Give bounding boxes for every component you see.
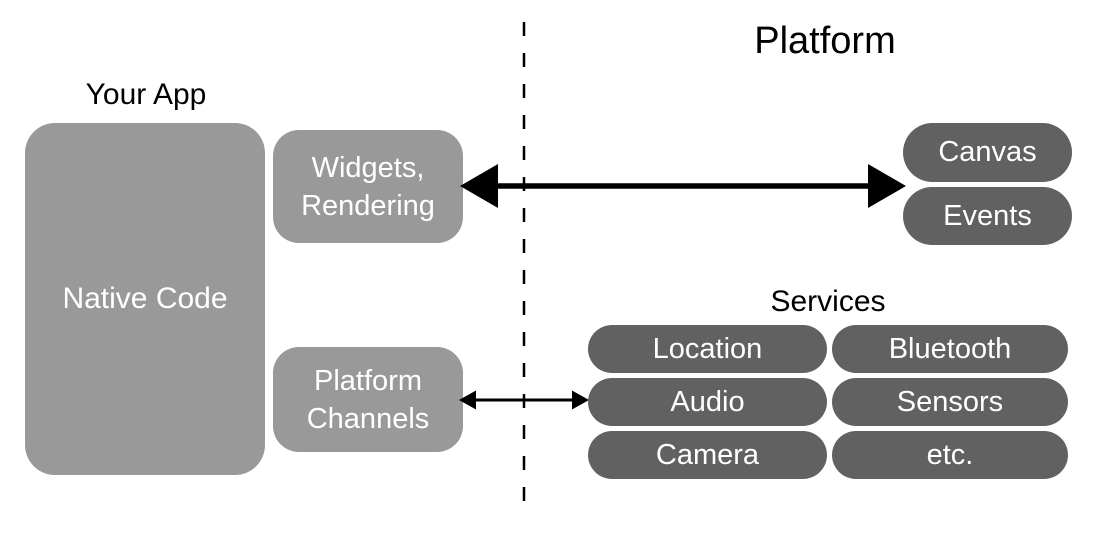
platform-label: Platform (754, 20, 896, 62)
service-pill-sensors: Sensors (832, 378, 1068, 426)
services-grid: Location Bluetooth Audio Sensors Camera … (588, 325, 1068, 479)
service-pill-audio: Audio (588, 378, 827, 426)
canvas-pill: Canvas (903, 123, 1072, 182)
channels-double-arrow (459, 390, 589, 410)
events-pill: Events (903, 187, 1072, 245)
service-pill-etc: etc. (832, 431, 1068, 479)
rendering-double-arrow (460, 164, 906, 208)
your-app-label: Your App (85, 78, 207, 111)
widgets-rendering-box: Widgets, Rendering (273, 130, 463, 243)
service-pill-location: Location (588, 325, 827, 373)
widgets-rendering-box-label-line1: Widgets, (311, 151, 425, 184)
services-label: Services (770, 285, 886, 318)
service-pill-bluetooth: Bluetooth (832, 325, 1068, 373)
platform-boundary-dashed-line (522, 22, 526, 518)
service-pill-camera: Camera (588, 431, 827, 479)
native-code-box: Native Code (25, 123, 265, 475)
native-code-box-label: Native Code (62, 282, 228, 315)
platform-channels-box-label-line2: Channels (306, 402, 430, 435)
platform-channels-box-label-line1: Platform (314, 364, 422, 397)
widgets-rendering-box-label-line2: Rendering (301, 189, 435, 222)
platform-channels-box: Platform Channels (273, 347, 463, 452)
